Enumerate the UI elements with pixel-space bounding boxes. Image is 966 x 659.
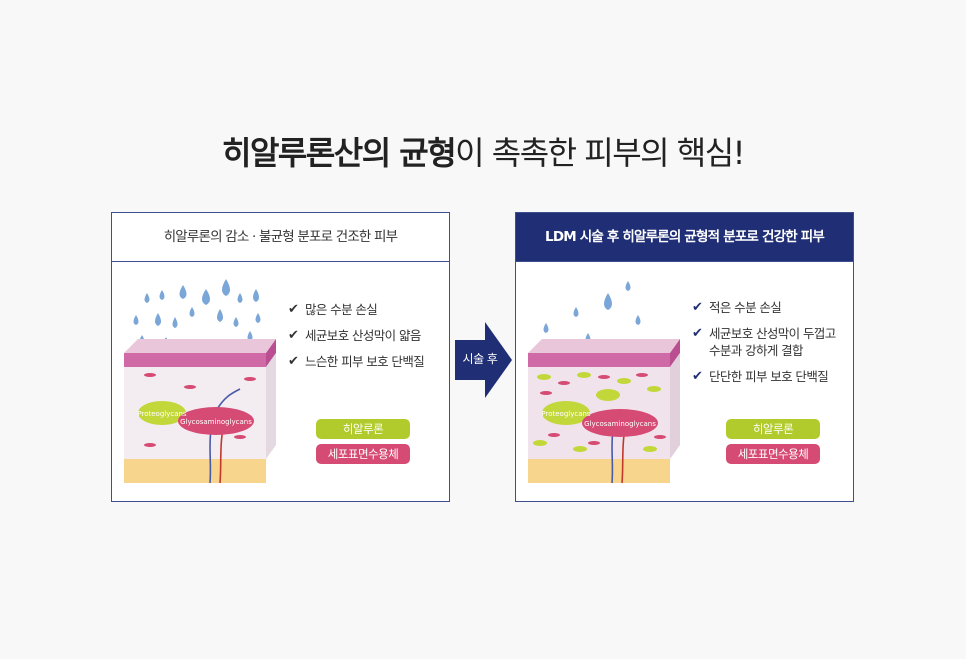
check-icon: ✔	[692, 326, 703, 341]
headline-bold: 히알루론산의 균형	[222, 134, 457, 172]
healthy-skin-illustration: Proteoglycans Glycosaminoglycans	[528, 281, 680, 484]
glycosaminoglycans-label: Glycosaminoglycans	[584, 420, 656, 428]
check-icon: ✔	[288, 328, 299, 343]
list-item: ✔단단한 피부 보호 단백질	[692, 369, 829, 384]
check-icon: ✔	[692, 369, 703, 384]
list-item: ✔많은 수분 손실	[288, 302, 378, 317]
proteoglycans-label: Proteoglycans	[541, 410, 591, 418]
page-headline: 히알루론산의 균형이 촉촉한 피부의 핵심!	[0, 131, 966, 175]
water-drop-icon	[133, 279, 261, 347]
list-item: ✔세균보호 산성막이 두껍고	[692, 326, 836, 341]
before-panel-title: 히알루론의 감소 · 불균형 분포로 건조한 피부	[112, 213, 449, 262]
headline-light: 이 촉촉한 피부의 핵심!	[455, 134, 745, 172]
after-checklist: ✔적은 수분 손실 ✔세균보호 산성막이 두껍고 수분과 강하게 결합 ✔단단한…	[692, 299, 836, 394]
list-item: ✔적은 수분 손실	[692, 300, 782, 315]
arrow: 시술 후	[455, 322, 512, 398]
legend-hyaluron: 히알루론	[726, 419, 820, 439]
legend-hyaluron: 히알루론	[316, 419, 410, 439]
after-panel: LDM 시술 후 히알루론의 균형적 분포로 건강한 피부	[515, 212, 854, 502]
right-arrow-icon	[455, 322, 512, 398]
arrow-label: 시술 후	[462, 352, 498, 366]
check-icon: ✔	[692, 300, 703, 315]
list-item: ✔느슨한 피부 보호 단백질	[288, 354, 425, 369]
legend-receptor: 세포표면수용체	[316, 444, 410, 464]
water-drop-icon	[543, 281, 641, 343]
glycosaminoglycans-label: Glycosaminoglycans	[180, 418, 252, 426]
legend-receptor: 세포표면수용체	[726, 444, 820, 464]
list-item: 수분과 강하게 결합	[709, 343, 804, 358]
before-panel: 히알루론의 감소 · 불균형 분포로 건조한 피부	[111, 212, 450, 502]
check-icon: ✔	[288, 354, 299, 369]
before-checklist: ✔많은 수분 손실 ✔세균보호 산성막이 얇음 ✔느슨한 피부 보호 단백질	[288, 301, 425, 379]
dry-skin-illustration: Proteoglycans Glycosaminoglycans	[124, 279, 276, 484]
after-panel-title: LDM 시술 후 히알루론의 균형적 분포로 건강한 피부	[516, 213, 853, 262]
proteoglycans-label: Proteoglycans	[137, 410, 187, 418]
check-icon: ✔	[288, 302, 299, 317]
list-item: ✔세균보호 산성막이 얇음	[288, 328, 421, 343]
